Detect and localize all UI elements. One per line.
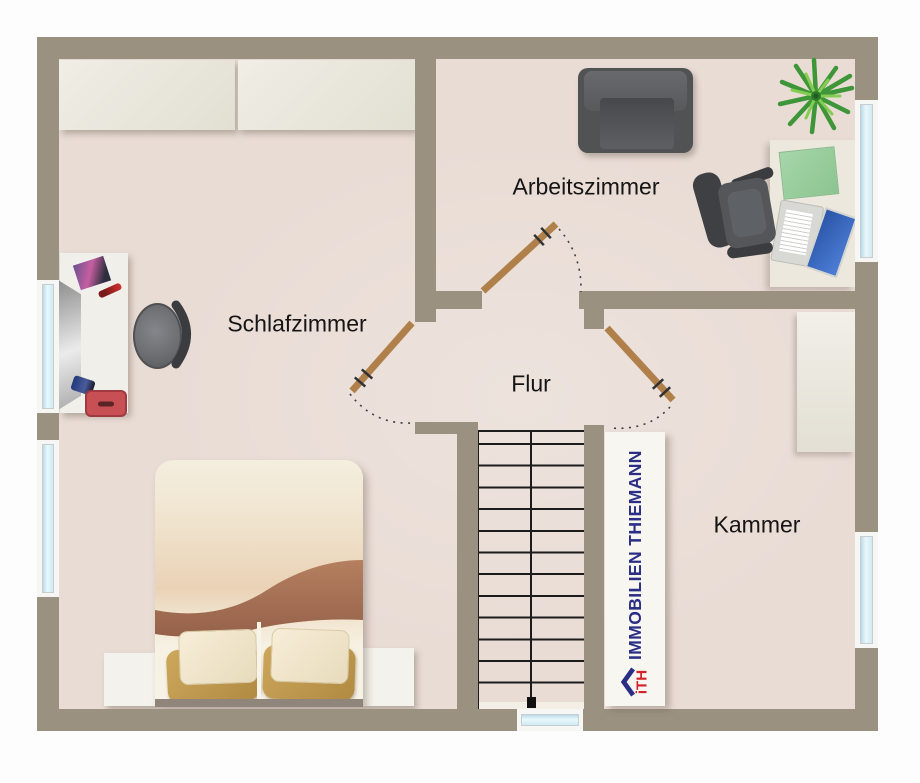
- stair-newel-post: [527, 697, 536, 708]
- window-arbeitszimmer-right: [855, 100, 878, 262]
- wall-schlafzimmer-arbeitszimmer: [415, 58, 436, 322]
- window-stairwell-bottom: [517, 709, 583, 731]
- pillow-icon: [270, 627, 350, 685]
- room-label-schlafzimmer: Schlafzimmer: [227, 310, 367, 337]
- dressing-table-icon: [58, 253, 128, 417]
- nightstand-icon: [104, 653, 156, 706]
- staircase-icon: [477, 430, 587, 709]
- wardrobe-icon: [59, 60, 235, 130]
- room-label-kammer: Kammer: [713, 511, 801, 538]
- wall-stairwell-left: [457, 434, 478, 709]
- cabinet-icon: [797, 312, 855, 452]
- room-label-flur: Flur: [511, 370, 551, 397]
- armchair-icon: [578, 68, 693, 153]
- window-schlafzimmer-left-upper: [37, 280, 59, 413]
- wall-stairwell-right: [584, 425, 604, 709]
- window-kammer-right: [855, 532, 878, 648]
- stair-treads: [479, 443, 585, 705]
- tissue-box-icon: [85, 390, 127, 417]
- wall-arbeitszimmer-kammer: [579, 291, 856, 309]
- bed-blanket-icon: [155, 560, 363, 637]
- wall-bottom: [37, 709, 878, 731]
- pillow-icon: [178, 628, 258, 686]
- watermark-company-name: IMMOBILIEN THIEMANN: [624, 450, 645, 660]
- stool-icon: [133, 303, 182, 369]
- stair-stringer: [530, 432, 532, 705]
- wall-flur-stub-left: [436, 291, 482, 309]
- svg-text:iTH: iTH: [633, 670, 650, 694]
- window-schlafzimmer-left-lower: [37, 440, 59, 597]
- desk-icon: [770, 140, 858, 287]
- wall-stairwell-top: [415, 422, 478, 434]
- wall-kammer-stub: [584, 309, 604, 329]
- folder-icon: [778, 146, 840, 200]
- wall-top: [37, 37, 878, 59]
- nightstand-icon: [363, 648, 414, 706]
- immobilien-thiemann-logo-icon: iTH: [620, 667, 650, 697]
- double-bed-icon: [155, 460, 363, 707]
- laptop-icon: [770, 197, 858, 279]
- wardrobe-icon: [238, 60, 415, 130]
- watermark-strip: iTH IMMOBILIEN THIEMANN: [605, 432, 665, 706]
- room-label-arbeitszimmer: Arbeitszimmer: [512, 173, 660, 200]
